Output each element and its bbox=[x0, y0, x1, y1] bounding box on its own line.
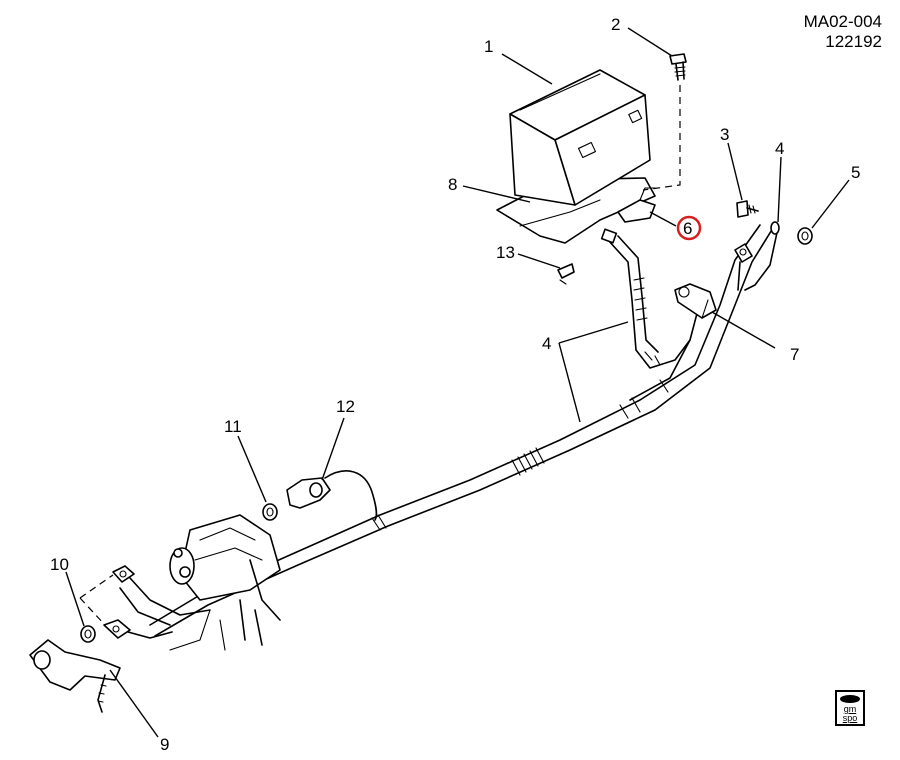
callout-8: 8 bbox=[448, 175, 457, 194]
washer-part bbox=[80, 625, 96, 643]
diagram-code: MA02-004 bbox=[803, 12, 882, 31]
callout-3: 3 bbox=[720, 125, 729, 144]
starter-motor-part bbox=[169, 514, 281, 651]
callout-5: 5 bbox=[851, 163, 860, 182]
callout-13: 13 bbox=[496, 243, 515, 262]
callout-4-harness: 4 bbox=[542, 334, 551, 353]
callout-7: 7 bbox=[790, 345, 799, 364]
clip-part bbox=[557, 263, 575, 285]
callout-leaders bbox=[65, 27, 850, 738]
callout-9: 9 bbox=[160, 735, 169, 754]
callout-11: 11 bbox=[224, 417, 242, 436]
terminal-clamp-part bbox=[674, 283, 717, 319]
diagram-date: 122192 bbox=[825, 32, 882, 51]
bolt-part bbox=[642, 53, 687, 191]
callout-12: 12 bbox=[336, 397, 355, 416]
logo-line-2: spo bbox=[842, 713, 858, 723]
callout-6: 6 bbox=[683, 219, 692, 238]
gm-spo-logo: gm spo bbox=[835, 690, 865, 726]
battery-part bbox=[509, 69, 651, 206]
callout-2: 2 bbox=[611, 15, 620, 34]
callout-6-highlight-ring bbox=[676, 215, 702, 241]
nut-part bbox=[797, 227, 813, 245]
callout-1: 1 bbox=[484, 37, 493, 56]
hold-down-retainer-part bbox=[617, 187, 656, 223]
logo-oval bbox=[840, 695, 860, 703]
starter-cable-part bbox=[79, 565, 211, 639]
callout-4: 4 bbox=[775, 139, 784, 158]
callout-10: 10 bbox=[50, 555, 69, 574]
terminal-bolt-part bbox=[736, 200, 759, 218]
bracket-part bbox=[286, 470, 378, 521]
ground-strap-part bbox=[29, 639, 121, 713]
logo-line-1: gm bbox=[843, 704, 857, 714]
washer-part bbox=[262, 503, 278, 521]
